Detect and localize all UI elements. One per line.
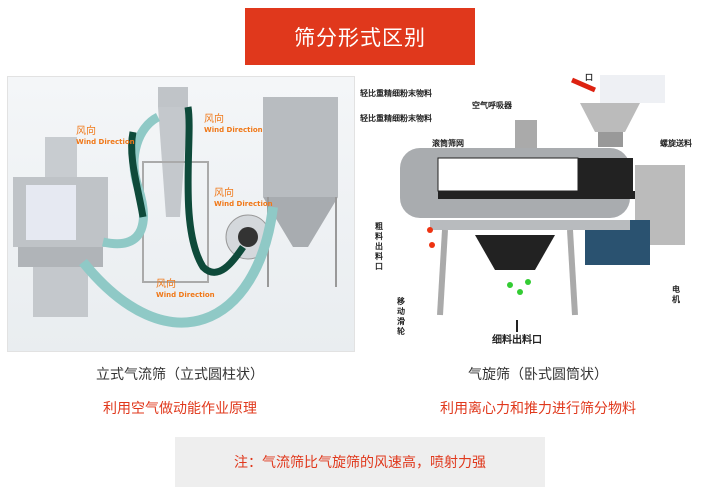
label-light-powder: 轻比重精细粉末物料 [360,89,432,98]
right-subcaption: 利用离心力和推力进行筛分物料 [440,401,636,417]
label-motor: 电机 [672,285,680,304]
label-fine-outlet: 细料出料口 [490,335,544,347]
label-screw-feed: 螺旋送料 [660,139,692,148]
label-inlet: 口 [585,73,593,82]
left-subcaption: 利用空气做动能作业原理 [103,401,257,417]
cyclone-sieve-image: 口 轻比重精细粉末物料 轻比重精细粉末物料 空气呼吸器 滚筒筛网 螺旋送料 粗料… [360,70,710,352]
label-air-breather: 空气呼吸器 [472,101,512,110]
left-caption: 立式气流筛（立式圆柱状） [96,367,264,383]
label-light-powder: 轻比重精细粉末物料 [360,114,432,123]
cyclone-sieve-illustration [400,75,685,332]
label-coarse-outlet: 粗料出料口 [375,222,383,271]
label-wheels: 移动滑轮 [397,297,405,336]
airflow-sieve-illustration [13,87,338,328]
label-drum-screen: 滚筒筛网 [432,139,464,148]
page-title: 筛分形式区别 [245,8,475,65]
right-caption: 气旋筛（卧式圆筒状） [468,367,608,383]
note-box: 注：气流筛比气旋筛的风速高，喷射力强 [175,437,545,487]
